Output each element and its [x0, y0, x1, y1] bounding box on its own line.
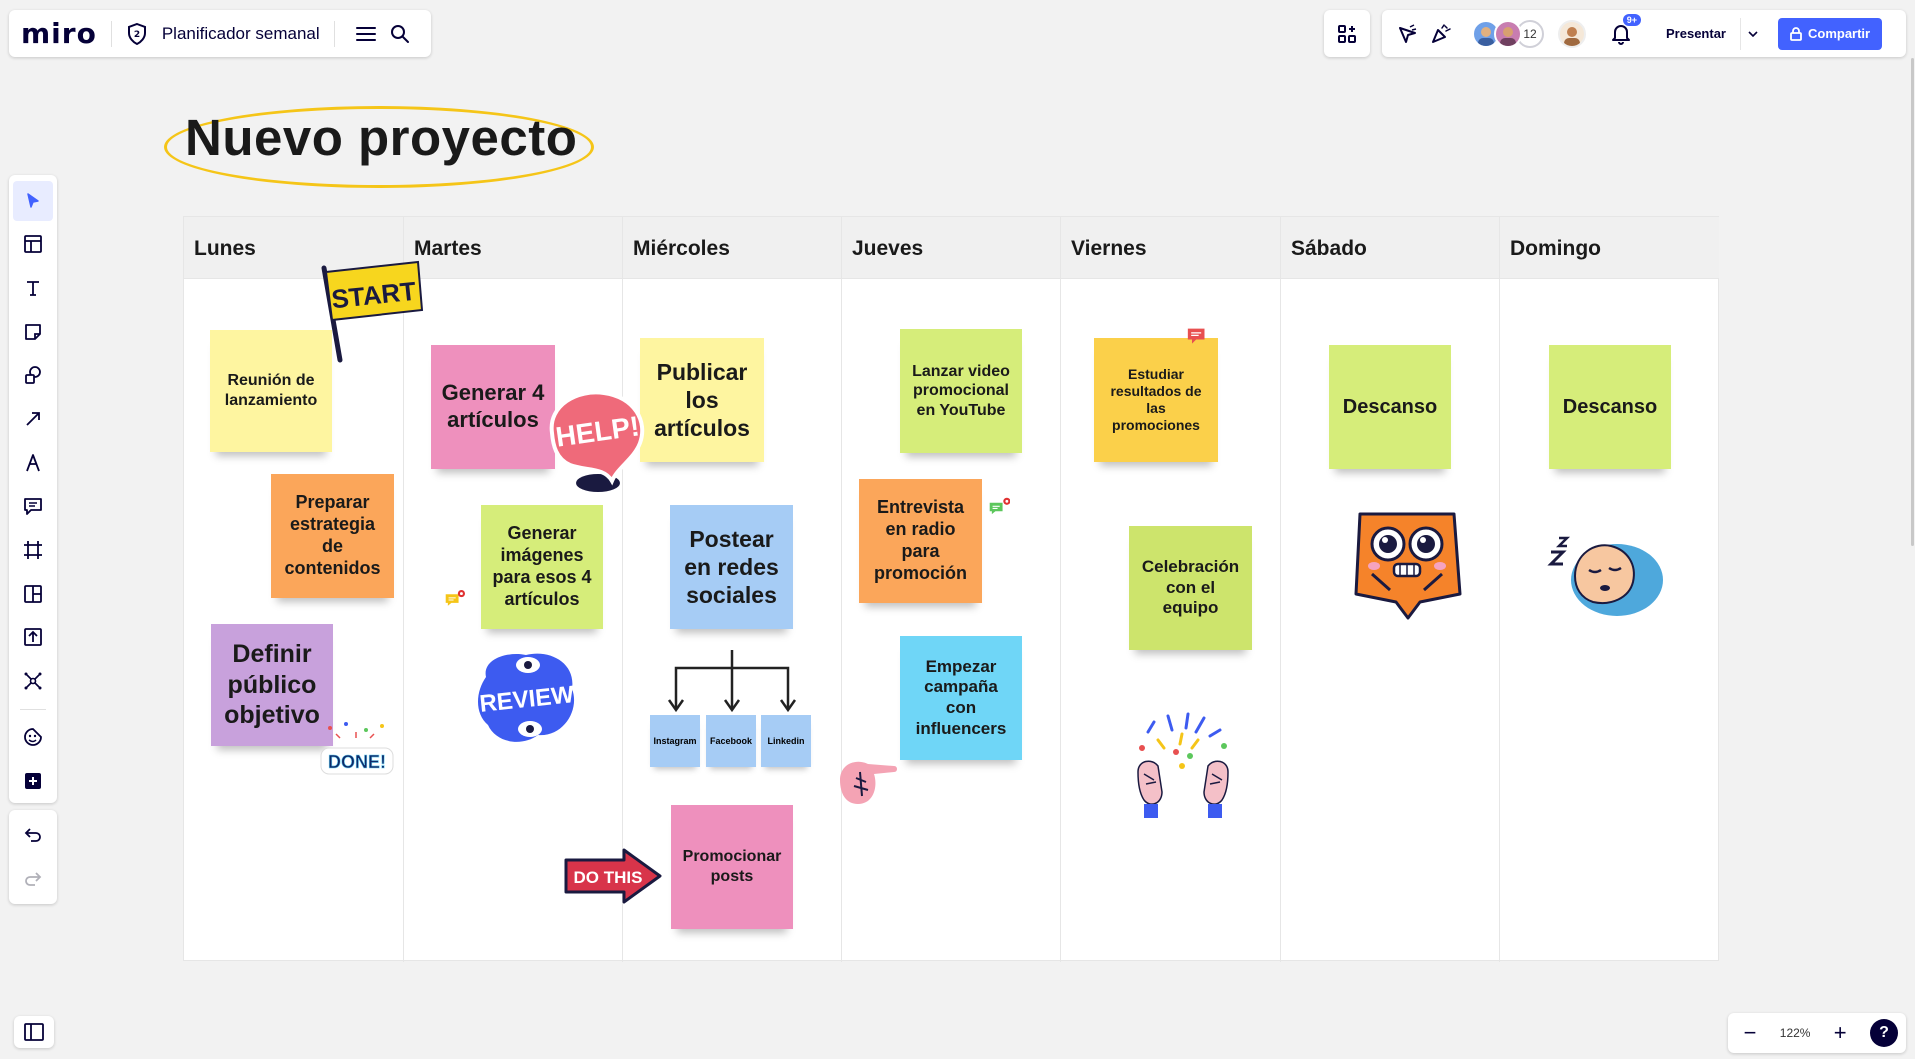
sticker-text: DONE!	[328, 752, 386, 772]
collaborator-count[interactable]: 12	[1516, 19, 1544, 48]
sticky-note[interactable]: Publicar los artículos	[640, 338, 764, 462]
comment-bubble-icon[interactable]	[444, 590, 466, 610]
arrow-line-icon[interactable]	[13, 399, 53, 439]
chevron-down-icon[interactable]	[1739, 17, 1766, 50]
sticky-note[interactable]: Generar imágenes para esos 4 artículos	[481, 505, 603, 629]
board-header: miro 2 Planificador semanal	[9, 10, 431, 57]
search-icon[interactable]	[383, 17, 417, 51]
pen-icon[interactable]	[13, 443, 53, 483]
divider	[110, 20, 112, 47]
collaborators[interactable]: 12	[1472, 19, 1544, 48]
sticker-text: DO THIS	[574, 868, 643, 887]
divider	[20, 708, 46, 710]
avatar[interactable]	[1494, 19, 1522, 48]
comment-bubble-icon[interactable]	[1186, 327, 1208, 347]
lock-icon	[1790, 26, 1802, 41]
sticky-note[interactable]: Preparar estrategia de contenidos	[271, 474, 394, 598]
sticky-note[interactable]: Reunión de lanzamiento	[210, 330, 332, 452]
sticky-note[interactable]: Postear en redes sociales	[670, 505, 793, 629]
shield-icon[interactable]: 2	[126, 22, 148, 46]
share-button[interactable]: Compartir	[1777, 17, 1883, 50]
celebration-hands-sticker[interactable]	[1128, 712, 1238, 824]
collaboration-panel: 12 9+ Presentar Compartir	[1382, 10, 1906, 57]
frame-icon[interactable]	[13, 530, 53, 570]
add-apps-icon[interactable]	[13, 761, 53, 801]
apps-icon[interactable]	[1330, 17, 1364, 51]
day-header: Martes	[404, 217, 622, 279]
menu-icon[interactable]	[349, 17, 383, 51]
board-heading[interactable]: Nuevo proyecto	[185, 109, 578, 166]
column-martes[interactable]: Martes	[404, 217, 623, 962]
day-header: Domingo	[1500, 217, 1719, 279]
start-flag-sticker[interactable]: START	[318, 258, 430, 363]
share-label: Compartir	[1807, 26, 1871, 41]
svg-text:2: 2	[134, 30, 140, 40]
social-note-linkedin[interactable]: Linkedin	[761, 715, 811, 767]
help-icon[interactable]: ?	[1870, 1019, 1898, 1047]
column-jueves[interactable]: Jueves	[842, 217, 1061, 962]
column-sabado[interactable]: Sábado	[1281, 217, 1500, 962]
divider	[333, 20, 335, 47]
vertical-scrollbar[interactable]	[1911, 58, 1914, 546]
miro-logo[interactable]: miro	[21, 17, 97, 50]
sticky-note[interactable]: Estudiar resultados de las promociones	[1094, 338, 1218, 462]
avatar[interactable]	[1558, 19, 1586, 48]
sticky-note[interactable]: Descanso	[1549, 345, 1671, 469]
sticky-note[interactable]: Celebración con el equipo	[1129, 526, 1252, 650]
mind-map-icon[interactable]	[13, 661, 53, 701]
review-sticker[interactable]: REVIEW	[472, 647, 582, 749]
creation-toolbar	[9, 175, 57, 803]
cute-monster-sticker[interactable]	[1350, 510, 1465, 622]
help-sticker[interactable]: HELP!	[542, 385, 652, 497]
done-sticker[interactable]: DONE!	[316, 720, 398, 780]
day-header: Viernes	[1061, 217, 1280, 279]
sticky-note-icon[interactable]	[13, 312, 53, 352]
select-tool-icon[interactable]	[13, 181, 53, 221]
upload-icon[interactable]	[13, 617, 53, 657]
branch-arrows-diagram[interactable]	[662, 648, 802, 716]
zoom-level[interactable]: 122%	[1779, 1026, 1811, 1040]
sidebar-icon	[24, 1023, 44, 1041]
social-note-instagram[interactable]: Instagram	[650, 715, 700, 767]
day-header: Miércoles	[623, 217, 841, 279]
bell-icon[interactable]: 9+	[1604, 13, 1641, 51]
day-header: Sábado	[1281, 217, 1499, 279]
undo-icon[interactable]	[13, 815, 53, 855]
column-miercoles[interactable]: Miércoles	[623, 217, 842, 962]
sidebar-toggle[interactable]	[14, 1016, 54, 1048]
sleeping-face-sticker[interactable]	[1545, 528, 1667, 620]
history-panel	[9, 810, 57, 904]
celebrate-icon[interactable]	[1424, 17, 1458, 51]
kanban-icon[interactable]	[13, 574, 53, 614]
board-title[interactable]: Planificador semanal	[161, 23, 320, 43]
apps-panel	[1324, 10, 1370, 57]
comment-bubble-icon[interactable]	[988, 497, 1010, 517]
sticky-note[interactable]: Generar 4 artículos	[431, 345, 555, 469]
sticky-note[interactable]: Empezar campaña con influencers	[900, 636, 1022, 760]
templates-icon[interactable]	[13, 225, 53, 265]
sticky-note[interactable]: Descanso	[1329, 345, 1451, 469]
zoom-in-button[interactable]: +	[1833, 1020, 1847, 1045]
pointing-hand-sticker[interactable]	[834, 752, 900, 810]
shapes-icon[interactable]	[13, 356, 53, 396]
text-icon[interactable]	[13, 268, 53, 308]
zoom-out-button[interactable]: −	[1743, 1020, 1757, 1045]
zoom-controls: − 122% + ?	[1728, 1013, 1906, 1053]
stickers-icon[interactable]	[13, 718, 53, 758]
social-note-facebook[interactable]: Facebook	[706, 715, 756, 767]
sticky-note[interactable]: Lanzar video promocional en YouTube	[900, 329, 1022, 453]
column-viernes[interactable]: Viernes	[1061, 217, 1281, 962]
sticky-note[interactable]: Entrevista en radio para promoción	[859, 479, 982, 603]
day-header: Jueves	[842, 217, 1060, 279]
title-highlight-oval[interactable]	[164, 106, 594, 188]
sticky-note[interactable]: Promocionar posts	[671, 805, 793, 929]
column-domingo[interactable]: Domingo	[1500, 217, 1719, 962]
do-this-arrow-sticker[interactable]: DO THIS	[562, 848, 664, 904]
comment-icon[interactable]	[13, 486, 53, 526]
sticky-note[interactable]: Definir público objetivo	[211, 624, 333, 746]
present-button[interactable]: Presentar	[1666, 26, 1726, 41]
cursor-follow-icon[interactable]	[1390, 17, 1424, 51]
redo-icon[interactable]	[13, 859, 53, 899]
notification-badge: 9+	[1622, 13, 1641, 26]
